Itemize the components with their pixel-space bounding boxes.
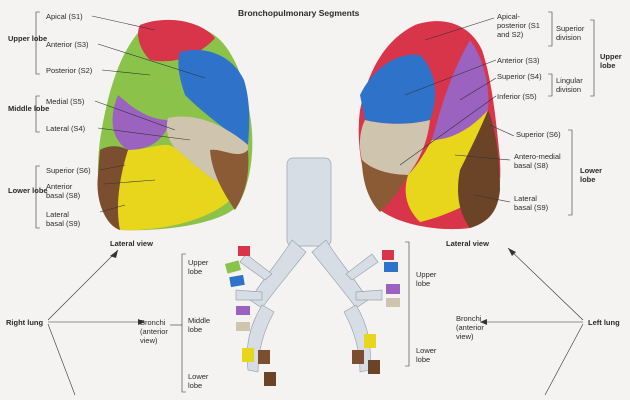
bronchial-tree-illustration <box>235 157 383 373</box>
superior-division-label: Superior division <box>556 24 585 42</box>
segment-label-s1-right: Apical (S1) <box>46 12 83 21</box>
bronchi-right-upper-lobe-label: Upper lobe <box>188 258 209 276</box>
bronchi-center-label-right: Bronchi (anterior view) <box>456 314 484 341</box>
segment-label-s9-left: Lateral basal (S9) <box>514 194 549 212</box>
segment-label-s8-right: Anterior basal (S8) <box>46 182 81 200</box>
bronchi-center-label-left: Bronchi (anterior view) <box>140 318 168 345</box>
bronchi-left-upper-lobe-label: Upper lobe <box>416 270 437 288</box>
segment-label-s4-left: Superior (S4) <box>497 72 542 81</box>
segment-label-s5-left: Inferior (S5) <box>497 92 537 101</box>
segment-label-s3-right: Anterior (S3) <box>46 40 89 49</box>
segment-label-s3-left: Anterior (S3) <box>497 56 540 65</box>
arrowheads <box>110 248 516 325</box>
right-middle-lobe-label: Middle lobe <box>8 104 50 113</box>
left-lower-lobe-label: Lower lobe <box>580 166 603 184</box>
segment-label-s6-left: Superior (S6) <box>516 130 561 139</box>
segment-label-s5-right: Medial (S5) <box>46 97 85 106</box>
bronchi-left-lower-lobe-label: Lower lobe <box>416 346 437 364</box>
left-upper-lobe-label: Upper lobe <box>600 52 622 70</box>
left-lung-label: Left lung <box>588 318 620 327</box>
right-upper-lobe-label: Upper lobe <box>8 34 48 43</box>
diagram-title: Bronchopulmonary Segments <box>238 8 360 18</box>
left-lung-illustration <box>358 21 501 230</box>
bronchi-right-lower-lobe-label: Lower lobe <box>188 372 209 390</box>
segment-label-s8-left: Antero-medial basal (S8) <box>514 152 561 170</box>
bronchi-right-middle-lobe-label: Middle lobe <box>188 316 211 334</box>
segment-label-s4-right: Lateral (S4) <box>46 124 86 133</box>
right-lower-lobe-label: Lower lobe <box>8 186 48 195</box>
right-lateral-view-label: Lateral view <box>110 239 153 248</box>
leader-lines <box>35 11 595 396</box>
left-lateral-view-label: Lateral view <box>446 239 489 248</box>
segment-label-s2-right: Posterior (S2) <box>46 66 93 75</box>
segment-label-s6-right: Superior (S6) <box>46 166 91 175</box>
bronchi-colored-ends <box>224 246 400 386</box>
segment-label-s1s2-left: Apical-posterior (S1 and S2) <box>497 12 540 39</box>
lingular-division-label: Lingular division <box>556 76 583 94</box>
right-lung-label: Right lung <box>6 318 44 327</box>
segment-label-s9-right: Lateral basal (S9) <box>46 210 81 228</box>
